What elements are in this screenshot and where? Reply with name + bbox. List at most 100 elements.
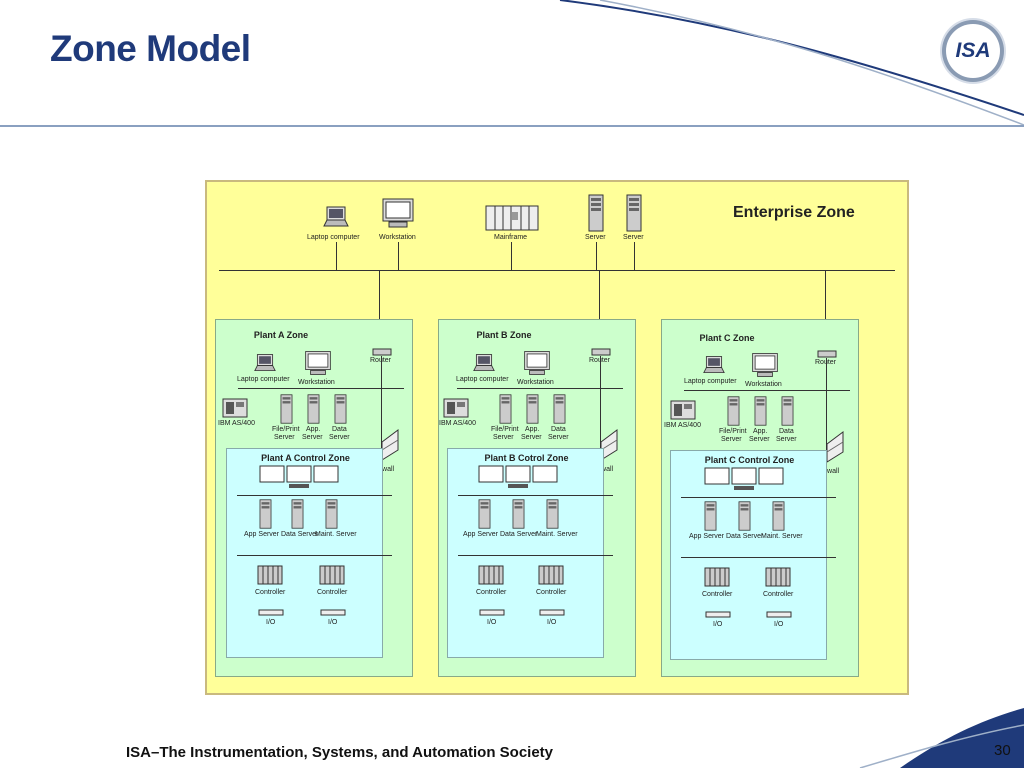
plant-b-router-label: Router	[589, 357, 610, 365]
uplink-plant-c	[825, 270, 826, 348]
io-module-icon	[766, 611, 792, 618]
plant-a-controller-label: Controller	[255, 589, 286, 596]
plant-a-data-label2: Server	[329, 434, 350, 441]
server-icon	[738, 501, 751, 531]
plant-c-control-zone: Plant C Control Zone App Server Data Ser…	[670, 450, 836, 660]
plant-b-data-label2: Server	[548, 434, 569, 441]
plant-a-control-title: Plant A Control Zone	[261, 453, 350, 463]
plant-a-router-label: Router	[370, 357, 391, 365]
router-icon	[591, 348, 611, 356]
plant-b-workstation-label: Workstation	[517, 379, 554, 386]
plant-c-data-label: Data	[779, 428, 794, 435]
plant-a-data-server-label: Data Server	[281, 531, 319, 538]
laptop-icon	[703, 356, 725, 374]
plant-c-control-lan	[681, 497, 836, 498]
plant-a-control-lan	[237, 495, 392, 496]
server-icon	[781, 396, 794, 426]
hmi-workstations-icon	[478, 465, 558, 488]
server-icon	[512, 499, 525, 529]
enterprise-server-label: Server	[585, 234, 606, 241]
controller-icon	[478, 565, 504, 585]
plant-a-app-label2: Server	[302, 434, 323, 441]
plant-a-io-label: I/O	[266, 619, 276, 626]
plant-b-controller-label: Controller	[476, 589, 507, 596]
plant-c-fileprint-label2: Server	[721, 436, 742, 443]
laptop-icon	[473, 354, 495, 372]
io-module-icon	[258, 609, 284, 616]
uplink-plant-b	[599, 270, 600, 348]
mainframe-icon	[485, 205, 539, 231]
link-line	[398, 242, 399, 270]
plant-a-data-label: Data	[332, 426, 347, 433]
link-line	[381, 356, 382, 502]
plant-a-app-server-label: App Server	[244, 531, 280, 538]
ibm-as400-icon	[222, 398, 248, 418]
plant-a-app-label: App.	[306, 426, 321, 433]
footer-text: ISA–The Instrumentation, Systems, and Au…	[126, 744, 554, 761]
plant-c-io-label: I/O	[713, 621, 723, 628]
link-line	[634, 242, 635, 270]
plant-c-firewall-label: Firewall	[815, 468, 840, 475]
logo-text: ISA	[955, 39, 991, 62]
server-icon	[704, 501, 717, 531]
enterprise-zone: Enterprise Zone Laptop computer Workstat…	[205, 180, 909, 695]
enterprise-workstation-label: Workstation	[379, 234, 416, 241]
plant-c-router-label: Router	[815, 359, 836, 367]
header-rule	[0, 125, 1024, 127]
enterprise-server-label: Server	[623, 234, 644, 241]
laptop-icon	[254, 354, 276, 372]
plant-c-ibm-label: IBM AS/400	[664, 422, 701, 429]
plant-a-ibm-label: IBM AS/400	[218, 420, 255, 427]
server-icon	[626, 194, 642, 232]
server-icon	[478, 499, 491, 529]
plant-a-control-zone: Plant A Control Zone App Server Data Ser…	[226, 448, 392, 658]
plant-c-app-label2: Server	[749, 436, 770, 443]
plant-b-app-label2: Server	[521, 434, 542, 441]
workstation-icon	[752, 353, 778, 377]
server-icon	[553, 394, 566, 424]
laptop-icon	[323, 206, 349, 227]
plant-c-io-label: I/O	[774, 621, 784, 628]
plant-a-title: Plant A Zone	[253, 330, 309, 340]
controller-icon	[319, 565, 345, 585]
plant-c-data-label2: Server	[776, 436, 797, 443]
workstation-icon	[382, 198, 414, 228]
plant-b-control-lan	[458, 495, 613, 496]
enterprise-bus	[219, 270, 895, 271]
plant-c-controller-label: Controller	[763, 591, 794, 598]
hmi-workstations-icon	[259, 465, 339, 488]
server-icon	[291, 499, 304, 529]
header-swoosh	[559, 0, 1024, 126]
server-icon	[499, 394, 512, 424]
plant-b-field-bus	[458, 555, 613, 556]
server-icon	[334, 394, 347, 424]
plant-b-ibm-label: IBM AS/400	[439, 420, 476, 427]
plant-a-laptop-label: Laptop computer	[237, 376, 290, 383]
io-module-icon	[479, 609, 505, 616]
io-module-icon	[539, 609, 565, 616]
server-icon	[754, 396, 767, 426]
plant-c-fileprint-label: File/Print	[719, 428, 747, 435]
router-icon	[817, 350, 837, 358]
server-icon	[280, 394, 293, 424]
slide-title: Zone Model	[50, 28, 251, 69]
server-icon	[727, 396, 740, 426]
plant-c-lan	[684, 390, 850, 391]
router-icon	[372, 348, 392, 356]
io-module-icon	[320, 609, 346, 616]
page-number: 30	[994, 742, 1011, 759]
enterprise-zone-title: Enterprise Zone	[733, 204, 855, 221]
plant-c-field-bus	[681, 557, 836, 558]
firewall-icon	[826, 431, 844, 463]
controller-icon	[257, 565, 283, 585]
plant-a-workstation-label: Workstation	[298, 379, 335, 386]
plant-b-data-server-label: Data Server	[500, 531, 538, 538]
plant-a-fileprint-label: File/Print	[272, 426, 300, 433]
plant-a-zone: Plant A Zone Router Laptop computer Work…	[215, 319, 413, 677]
plant-a-lan	[238, 388, 404, 389]
plant-c-controller-label: Controller	[702, 591, 733, 598]
server-icon	[588, 194, 604, 232]
link-line	[336, 242, 337, 270]
plant-c-title: Plant C Zone	[699, 333, 755, 343]
plant-b-laptop-label: Laptop computer	[456, 376, 509, 383]
